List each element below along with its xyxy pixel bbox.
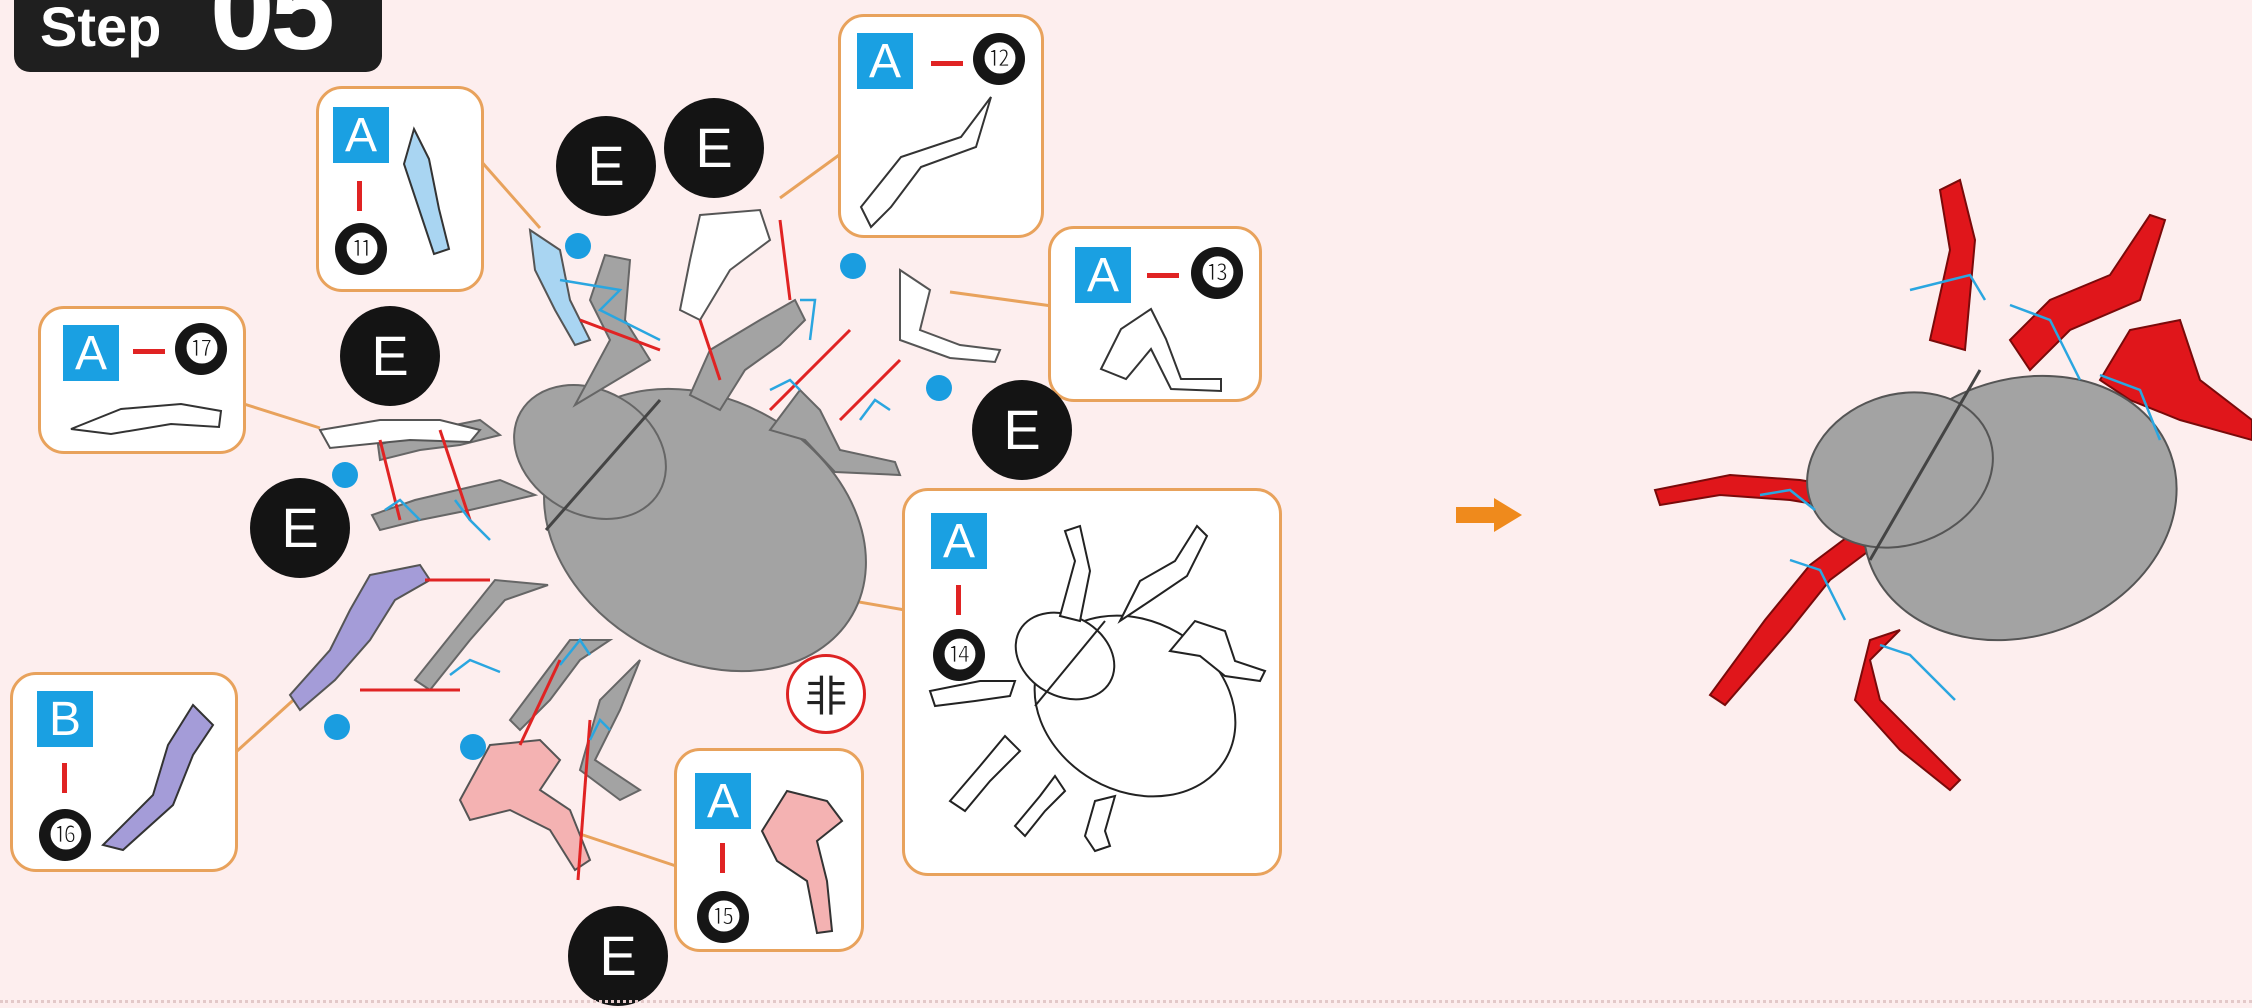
part-e-label: E	[972, 380, 1072, 480]
callout-part-14: A ⓮	[902, 488, 1282, 876]
bottom-divider	[0, 1000, 2252, 1003]
callout-part-13: A ⓭	[1048, 226, 1262, 402]
callout-part-16: B ⓰	[10, 672, 238, 872]
part-e-label: E	[664, 98, 764, 198]
piece-12-outline	[841, 17, 1047, 241]
blue-dot-marker	[840, 253, 866, 279]
blue-dot-marker	[324, 714, 350, 740]
blue-dot-marker	[565, 233, 591, 259]
part-e-label: E	[340, 306, 440, 406]
piece-16-outline	[13, 675, 241, 875]
piece-white-12	[680, 210, 770, 320]
blue-dot-marker	[332, 462, 358, 488]
callout-part-11: A ⓫	[316, 86, 484, 292]
piece-pink-15	[460, 740, 590, 870]
piece-17-outline	[41, 309, 249, 457]
callout-part-15: A ⓯	[674, 748, 864, 952]
assembled-outline	[905, 491, 1285, 879]
callout-part-17: A ⓱	[38, 306, 246, 454]
blue-dot-marker	[460, 734, 486, 760]
completed-spider	[1655, 180, 2252, 790]
mirror-symbol-badge: 非	[786, 654, 866, 734]
piece-11-outline	[319, 89, 487, 295]
arrow-right-icon	[1456, 498, 1522, 532]
piece-purple-16	[290, 565, 430, 710]
piece-15-outline	[677, 751, 867, 955]
part-e-label: E	[250, 478, 350, 578]
blue-dot-marker	[926, 375, 952, 401]
part-e-label: E	[568, 906, 668, 1006]
part-e-label: E	[556, 116, 656, 216]
callout-part-12: A ⓬	[838, 14, 1044, 238]
piece-13-outline	[1051, 229, 1265, 405]
piece-white-13	[900, 270, 1000, 362]
